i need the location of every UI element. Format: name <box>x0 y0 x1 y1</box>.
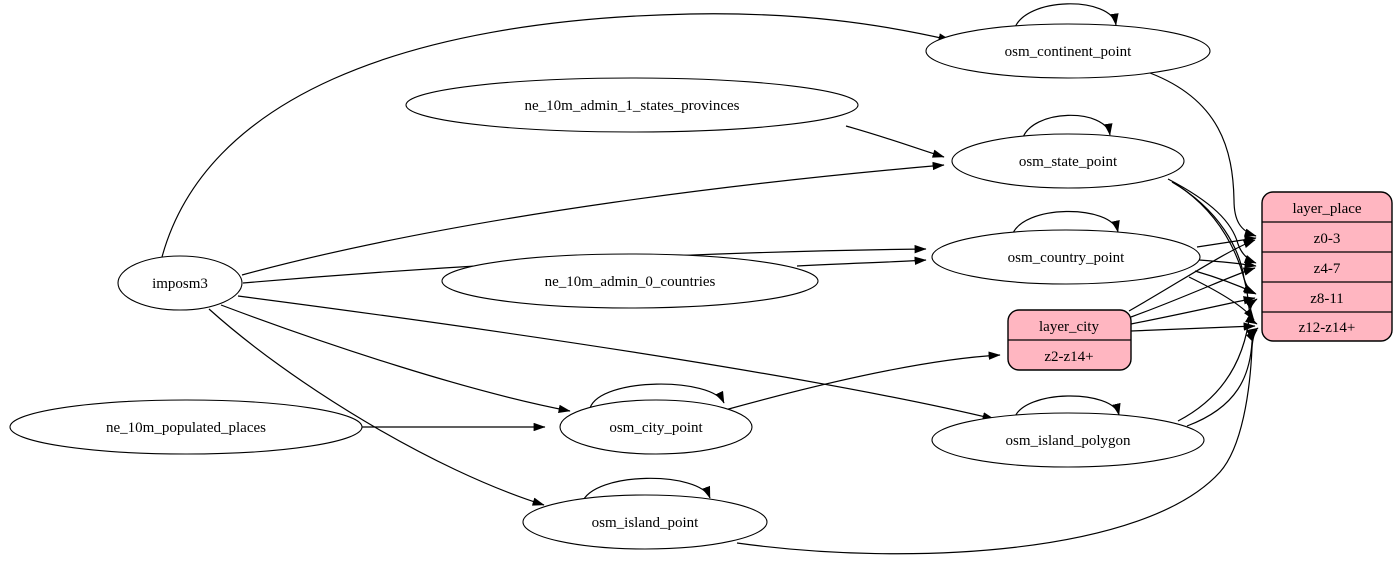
node-ne_10m_populated_places: ne_10m_populated_places <box>9 399 363 455</box>
node-osm_island_polygon-shape <box>931 412 1205 468</box>
node-osm_city_point-shape <box>559 399 753 455</box>
record-layer_place: layer_place z0-3 z4-7 z8-11 z12-z14+ <box>1261 191 1393 342</box>
edge-osm_continent_point-to-layer_place-z0-3 <box>1149 72 1257 237</box>
node-osm_country_point: osm_country_point <box>931 229 1201 285</box>
record-layer_place-row-z0-3: z0-3 <box>1314 231 1341 247</box>
edge-osm_country_point-to-layer_place-z4-7 <box>1198 259 1257 269</box>
node-osm_city_point-label: osm_city_point <box>609 420 703 436</box>
edge-ne_10m_admin_0_countries-to-osm_country_point <box>796 256 927 267</box>
edge-osm_country_point-to-layer_place-z12-z14 <box>1188 276 1255 321</box>
node-osm_island_point: osm_island_point <box>522 494 768 550</box>
node-osm_state_point-label: osm_state_point <box>1019 154 1118 170</box>
edge-layer <box>161 3 1259 555</box>
node-imposm3: imposm3 <box>117 255 243 311</box>
node-osm_continent_point: osm_continent_point <box>925 23 1211 79</box>
node-osm_city_point: osm_city_point <box>559 399 753 455</box>
record-layer_city-row-z2-z14: z2-z14+ <box>1044 349 1093 365</box>
self-loop-osm_state_point <box>1021 114 1113 141</box>
node-osm_country_point-shape <box>931 229 1201 285</box>
node-osm_island_polygon-label: osm_island_polygon <box>1005 433 1131 449</box>
record-layer_place-row-z4-7: z4-7 <box>1314 261 1341 277</box>
record-layer_place-box <box>1261 191 1393 342</box>
edge-imposm3-to-osm_island_polygon <box>237 295 995 421</box>
node-osm_island_point-shape <box>522 494 768 550</box>
edge-layer_city-to-layer_place-z4-7 <box>1130 267 1256 318</box>
edge-osm_island_polygon-to-layer_place-z12-z14 <box>1186 327 1259 427</box>
record-layer_city: layer_city z2-z14+ <box>1007 309 1132 371</box>
node-ne_10m_admin_1_states_provinces-shape <box>405 77 859 133</box>
self-loop-osm_city_point <box>589 383 725 409</box>
self-loop-osm_island_polygon <box>1013 395 1121 420</box>
node-osm_continent_point-shape <box>925 23 1211 79</box>
self-loop-osm_country_point <box>1011 210 1120 237</box>
self-loop-osm_continent_point <box>1013 3 1119 31</box>
node-ne_10m_populated_places-shape <box>9 399 363 455</box>
record-layer_city-title: layer_city <box>1039 319 1099 335</box>
node-ne_10m_admin_1_states_provinces: ne_10m_admin_1_states_provinces <box>405 77 859 133</box>
edge-layer_city-to-layer_place-z8-11 <box>1130 296 1256 325</box>
edge-ne_10m_admin_1_states_provinces-to-osm_state_point <box>845 125 945 158</box>
edge-layer_city-to-layer_place-z12-z14 <box>1130 322 1256 332</box>
node-ne_10m_admin_0_countries-label: ne_10m_admin_0_countries <box>545 274 716 290</box>
edge-imposm3-to-osm_state_point <box>241 161 945 276</box>
node-osm_state_point-shape <box>951 133 1185 189</box>
node-imposm3-shape <box>117 255 243 311</box>
edge-imposm3-to-osm_city_point <box>220 304 571 413</box>
edge-layer_city-to-layer_place-z0-3 <box>1128 239 1256 312</box>
edge-osm_city_point-to-layer_city-z2-z14 <box>724 351 1001 411</box>
edge-osm_island_point-to-layer_place-z12-z14 <box>736 329 1258 555</box>
edge-imposm3-to-osm_island_point <box>208 308 545 506</box>
edge-osm_country_point-to-layer_place-z0-3 <box>1196 235 1257 248</box>
node-osm_state_point: osm_state_point <box>951 133 1185 189</box>
node-ne_10m_admin_0_countries-shape <box>441 253 819 309</box>
node-ne_10m_admin_0_countries: ne_10m_admin_0_countries <box>441 253 819 309</box>
node-osm_island_point-label: osm_island_point <box>592 515 700 531</box>
edge-imposm3-to-osm_continent_point <box>161 13 951 258</box>
node-ne_10m_populated_places-label: ne_10m_populated_places <box>106 420 266 436</box>
node-osm_country_point-label: osm_country_point <box>1008 250 1125 266</box>
edge-osm_island_polygon-to-layer_place-z8-11 <box>1177 298 1258 422</box>
record-layer_place-row-z12-z14: z12-z14+ <box>1299 320 1356 336</box>
self-loop-osm_island_point <box>581 477 711 504</box>
record-layer_place-title: layer_place <box>1292 201 1361 217</box>
record-layer_place-row-z8-11: z8-11 <box>1310 291 1344 307</box>
edge-osm_country_point-to-layer_place-z8-11 <box>1194 270 1256 294</box>
node-imposm3-label: imposm3 <box>152 276 208 292</box>
node-ne_10m_admin_1_states_provinces-label: ne_10m_admin_1_states_provinces <box>525 98 740 114</box>
node-osm_island_polygon: osm_island_polygon <box>931 412 1205 468</box>
node-osm_continent_point-label: osm_continent_point <box>1005 44 1132 60</box>
